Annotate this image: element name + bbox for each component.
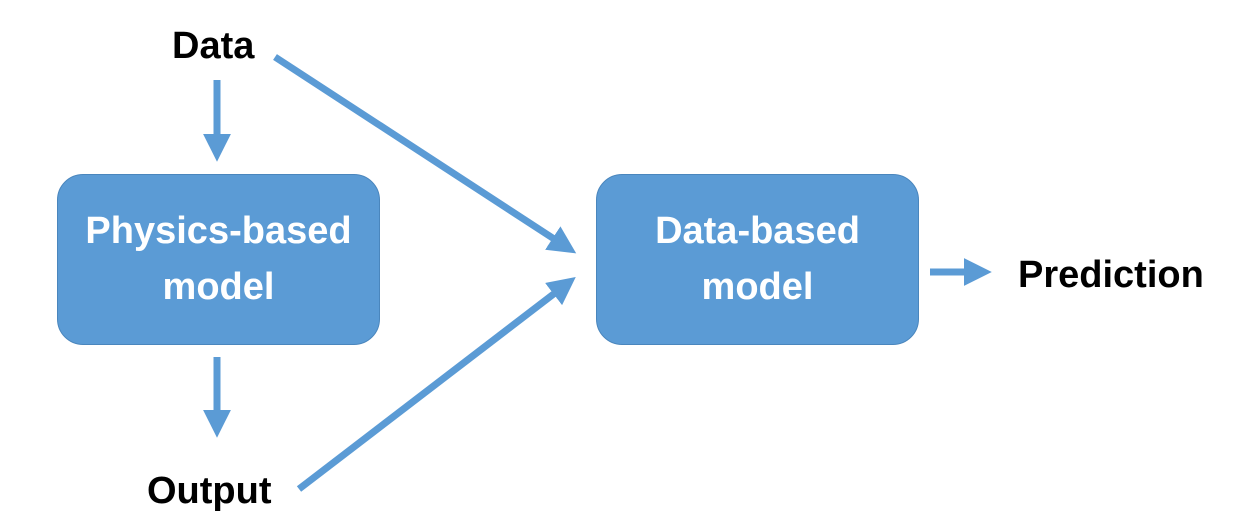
prediction-label: Prediction: [1018, 254, 1204, 296]
arrow-data-to-data-based-model: [273, 54, 577, 254]
data-input-label: Data: [172, 25, 255, 67]
physics-based-model-box: Physics-based model: [57, 174, 380, 345]
output-label: Output: [147, 470, 272, 512]
arrow-output-to-data-based-model: [296, 277, 576, 492]
data-based-model-label-line2: model: [701, 265, 814, 308]
physics-based-model-label-line2: model: [162, 265, 275, 308]
data-based-model-label-line1: Data-based: [655, 210, 860, 253]
physics-based-model-label-line1: Physics-based: [85, 210, 352, 253]
data-based-model-box: Data-based model: [596, 174, 919, 345]
